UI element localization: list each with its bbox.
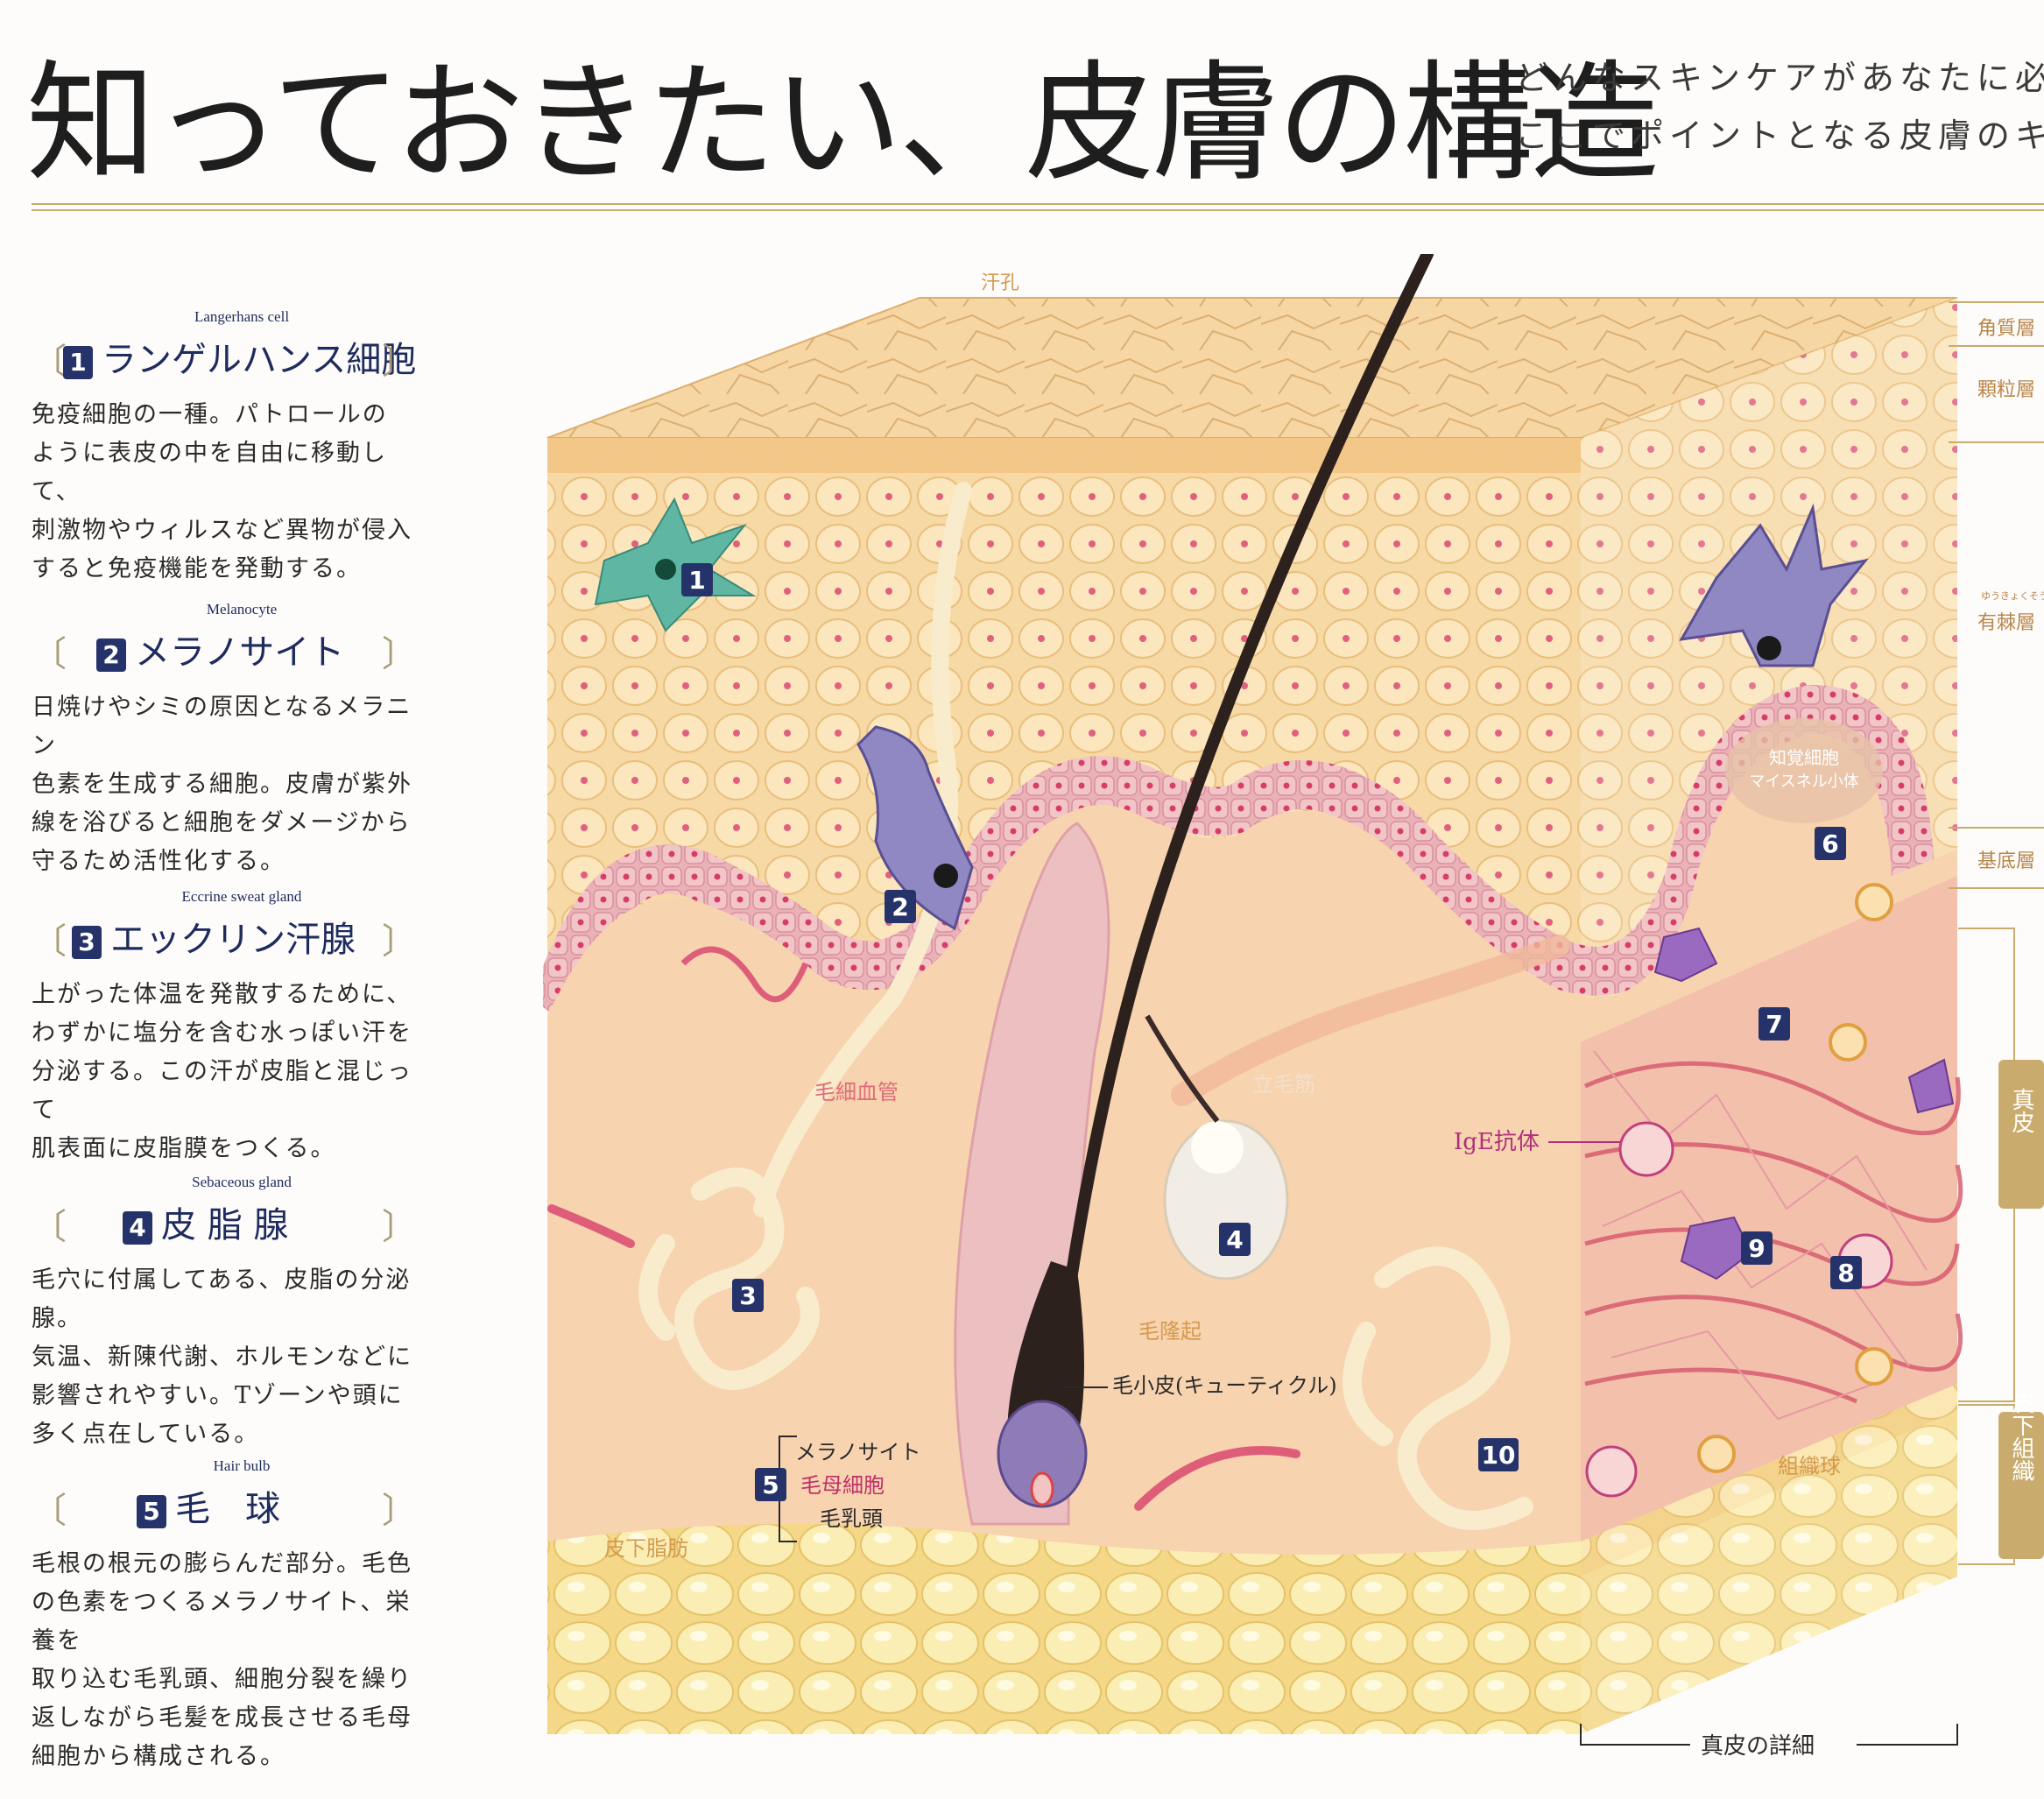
cuticle-label: 毛小皮(キューティクル) <box>1112 1373 1337 1398</box>
hair-bulb <box>997 1400 1088 1508</box>
item-description: 毛穴に付属してある、皮脂の分泌腺。 気温、新陳代謝、ホルモンなどに 影響されやす… <box>32 1266 412 1448</box>
svg-text:6: 6 <box>1822 829 1838 858</box>
svg-text:8: 8 <box>1837 1259 1854 1288</box>
marker-7: 7 <box>1759 1007 1790 1041</box>
subcutaneous-fat <box>547 1524 1581 1734</box>
title-divider <box>32 203 2044 211</box>
skin-diagram: 知覚細胞 マイスネル小体 汗孔 毛細血管 立毛筋 毛隆起 毛小皮(キューティクル… <box>543 254 2044 1760</box>
item-name: 毛 球 <box>175 1489 280 1529</box>
layer-granulosum: 顆粒層 <box>1977 379 2035 401</box>
marker-3: 3 <box>732 1279 764 1312</box>
layer-dermis: 真皮 <box>2008 1088 2034 1133</box>
item-number-badge: 1 <box>63 346 93 379</box>
svg-text:10: 10 <box>1482 1441 1516 1470</box>
dermis-detail-label: 真皮の詳細 <box>1701 1733 1815 1760</box>
svg-text:7: 7 <box>1766 1010 1782 1039</box>
capillary-vessel-2 <box>547 1204 635 1248</box>
item-name: 皮 脂 腺 <box>161 1205 289 1245</box>
marker-9: 9 <box>1741 1231 1773 1265</box>
layer-labels: 角質層 顆粒層 ゆうきょくそう 有棘層 基底層 真皮 皮下組織 <box>1949 301 2044 1565</box>
marker-2: 2 <box>885 890 916 923</box>
item-english-name: Eccrine sweat gland <box>181 888 302 905</box>
marker-4: 4 <box>1219 1223 1251 1256</box>
svg-text:3: 3 <box>739 1281 756 1310</box>
layer-spinosum: 有棘層 <box>1977 612 2035 634</box>
intro-line-2: ここでポイントとなる皮膚のキー <box>1515 116 2044 155</box>
layer-spinosum-ruby: ゆうきょくそう <box>1981 590 2044 602</box>
fibroblast-cells <box>1653 927 1955 1280</box>
matrix-cell-label: 毛母細胞 <box>800 1473 885 1498</box>
subcutaneous-fat-label: 皮下脂肪 <box>604 1536 688 1561</box>
arrector-label: 立毛筋 <box>1252 1072 1315 1097</box>
hair-shaft <box>1045 254 1434 1443</box>
meissner-corpuscle <box>1725 718 1883 823</box>
sweat-gland-coil <box>638 1168 820 1390</box>
marker-6: 6 <box>1815 827 1846 860</box>
item-description: 上がった体温を発散するために、 わずかに塩分を含む水っぽい汗を 分泌する。この汗… <box>32 981 412 1162</box>
item-english-name: Sebaceous gland <box>192 1174 292 1190</box>
ige-label: IgE抗体 <box>1454 1129 1540 1155</box>
arrector-pili-muscle <box>1171 935 1570 1106</box>
item-number-badge: 4 <box>123 1211 152 1245</box>
intro-text: どんなスキンケアがあなたに必要 ここでポイントとなる皮膚のキー <box>1515 49 2044 165</box>
item-english-name: Langerhans cell <box>194 308 290 325</box>
item-english-name: Melanocyte <box>206 601 278 617</box>
meissner-label-1: 知覚細胞 <box>1769 747 1839 768</box>
hair-bulge-label: 毛隆起 <box>1138 1319 1202 1344</box>
item-name: エックリン汗腺 <box>110 920 356 960</box>
page-title: 知っておきたい、皮膚の構造 <box>26 48 1659 199</box>
melanocyte-cell-2 <box>1679 503 1869 667</box>
marker-8: 8 <box>1830 1256 1862 1289</box>
item-description: 日焼けやシミの原因となるメラニン 色素を生成する細胞。皮膚が紫外 線を浴びると細… <box>32 694 412 875</box>
histiocyte-cells <box>1697 883 1893 1473</box>
svg-text:2: 2 <box>892 892 908 921</box>
svg-text:1: 1 <box>688 566 705 595</box>
item-english-name: Hair bulb <box>213 1457 271 1474</box>
capillary-vessel <box>680 946 809 1003</box>
subcutaneous-fat-side <box>1581 1384 1957 1734</box>
histiocyte-label: 組織球 <box>1778 1454 1841 1478</box>
dermal-papilla <box>1030 1471 1054 1506</box>
layer-corneum: 角質層 <box>1977 318 2035 340</box>
capillary-vessel-3 <box>1134 1446 1300 1511</box>
marker-5: 5 <box>755 1468 786 1501</box>
svg-text:9: 9 <box>1748 1234 1765 1263</box>
item-number-badge: 3 <box>72 926 102 959</box>
marker-1: 1 <box>681 563 713 596</box>
sebaceous-gland-highlight <box>1191 1121 1244 1174</box>
intro-line-1: どんなスキンケアがあなたに必要 <box>1515 59 2044 97</box>
layer-basale: 基底層 <box>1977 850 2035 872</box>
item-number-badge: 2 <box>96 638 126 672</box>
item-name: ランゲルハンス細胞 <box>102 340 417 380</box>
item-description: 免疫細胞の一種。パトロールの ように表皮の中を自由に移動して、 刺激物やウィルス… <box>32 401 412 582</box>
melanocyte-label: メラノサイト <box>795 1440 921 1464</box>
sweat-pore-label: 汗孔 <box>981 272 1019 294</box>
sebaceous-duct <box>1145 1014 1220 1123</box>
item-name: メラノサイト <box>135 632 345 673</box>
capillary-label: 毛細血管 <box>814 1080 899 1104</box>
marker-10: 10 <box>1478 1438 1519 1471</box>
stratum-corneum-layer <box>547 438 1581 473</box>
svg-text:5: 5 <box>762 1471 779 1499</box>
layer-subcutis: 皮下組織 <box>2008 1391 2034 1482</box>
item-number-badge: 5 <box>137 1495 166 1528</box>
svg-text:4: 4 <box>1226 1225 1243 1254</box>
sweat-gland-coil-2 <box>1343 1246 1533 1530</box>
papilla-label: 毛乳頭 <box>820 1506 883 1531</box>
item-description: 毛根の根元の膨らんだ部分。毛色 の色素をつくるメラノサイト、栄養を 取り込む毛乳… <box>32 1550 412 1770</box>
meissner-label-2: マイスネル小体 <box>1749 773 1858 791</box>
